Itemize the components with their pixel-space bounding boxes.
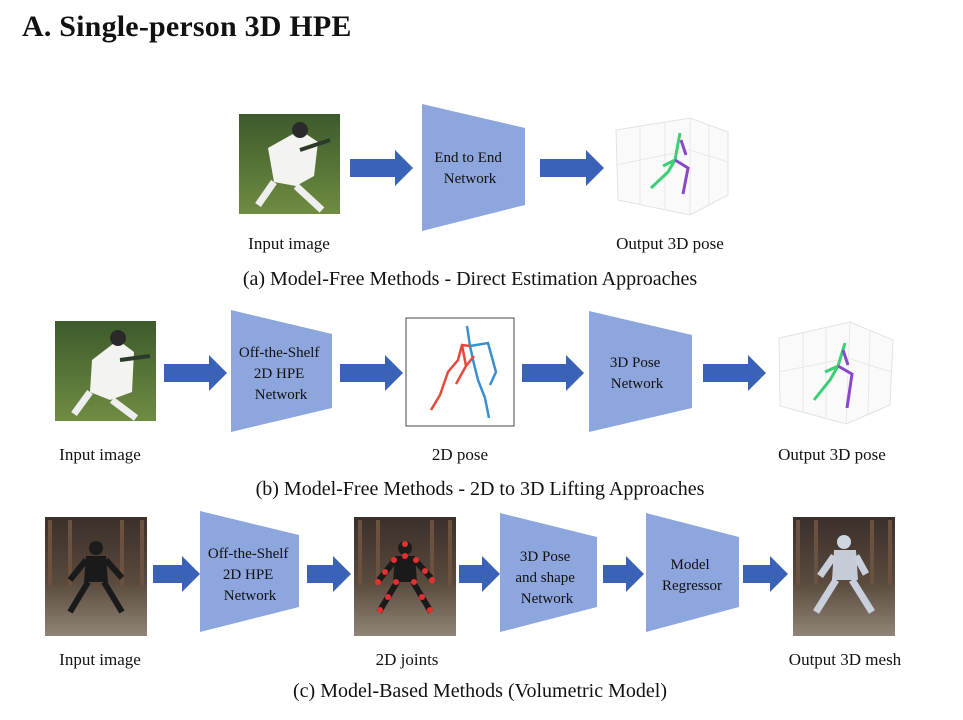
- arrow-c5: [743, 556, 788, 592]
- network-b1-line3: Network: [255, 387, 308, 403]
- network-c2-line3: Network: [521, 591, 574, 607]
- network-block-c3: [646, 513, 739, 632]
- arrow-b1: [164, 355, 227, 391]
- network-a-line1: End to End: [434, 150, 502, 166]
- network-c1-line1: Off-the-Shelf: [208, 546, 289, 562]
- caption-c: (c) Model-Based Methods (Volumetric Mode…: [293, 680, 667, 702]
- output-3d-pose-a: [615, 117, 729, 216]
- arrow-a2: [540, 150, 604, 186]
- network-block-c2: [500, 513, 597, 632]
- arrow-a1: [350, 150, 413, 186]
- output-3d-mesh-image: [793, 517, 895, 636]
- output-label-a: Output 3D pose: [616, 234, 724, 253]
- network-c3-line2: Regressor: [662, 578, 722, 594]
- output-3d-pose-b: [778, 321, 894, 425]
- svg-text:3D Pose and shape Netw: 3D Pose and shape Network: [515, 549, 578, 607]
- input-label-b: Input image: [59, 445, 141, 464]
- joints-label-c: 2D joints: [375, 650, 439, 669]
- arrow-b3: [522, 355, 584, 391]
- pose2d-label-b: 2D pose: [431, 445, 489, 464]
- network-c1-line2: 2D HPE: [223, 567, 273, 583]
- network-a-line2: Network: [444, 171, 497, 187]
- network-block-b2: [589, 311, 692, 432]
- input-label-a: Input image: [248, 234, 330, 253]
- network-c1-line3: Network: [224, 588, 277, 604]
- page-title: A. Single-person 3D HPE: [22, 10, 352, 43]
- arrow-c1: [153, 556, 200, 592]
- input-label-c: Input image: [59, 650, 141, 669]
- network-block-c1: [200, 511, 299, 632]
- arrow-c3: [459, 556, 500, 592]
- network-b1-line2: 2D HPE: [254, 366, 304, 382]
- pose-2d-image: [405, 317, 515, 427]
- network-b2-line1: 3D Pose: [610, 355, 661, 371]
- caption-b: (b) Model-Free Methods - 2D to 3D Liftin…: [255, 478, 705, 500]
- svg-text:End to End Network: End to End Network: [434, 150, 505, 187]
- arrow-c4: [603, 556, 644, 592]
- svg-text:Model Regressor: Model Regressor: [662, 557, 722, 594]
- network-block-b1: [231, 310, 332, 432]
- svg-text:3D Pose Network: 3D Pose Network: [610, 355, 664, 392]
- joints-2d-image: [354, 517, 456, 636]
- output-label-b: Output 3D pose: [778, 445, 886, 464]
- input-photo-a: [239, 114, 340, 214]
- network-b1-line1: Off-the-Shelf: [239, 345, 320, 361]
- output-label-c: Output 3D mesh: [788, 650, 902, 669]
- input-photo-b: [55, 321, 156, 421]
- arrow-c2: [307, 556, 351, 592]
- arrow-b4: [703, 355, 766, 391]
- caption-a: (a) Model-Free Methods - Direct Estimati…: [242, 268, 698, 290]
- network-block-a: [422, 104, 525, 231]
- network-c2-line1: 3D Pose: [520, 549, 571, 565]
- arrow-b2: [340, 355, 403, 391]
- input-photo-c: [45, 517, 147, 636]
- network-c3-line1: Model: [671, 557, 710, 573]
- network-c2-line2: and shape: [515, 570, 575, 586]
- svg-text:Off-the-Shelf 2D HPE N: Off-the-Shelf 2D HPE Network: [208, 546, 292, 604]
- svg-text:Off-the-Shelf 2D HPE N: Off-the-Shelf 2D HPE Network: [239, 345, 323, 403]
- network-b2-line2: Network: [611, 376, 664, 392]
